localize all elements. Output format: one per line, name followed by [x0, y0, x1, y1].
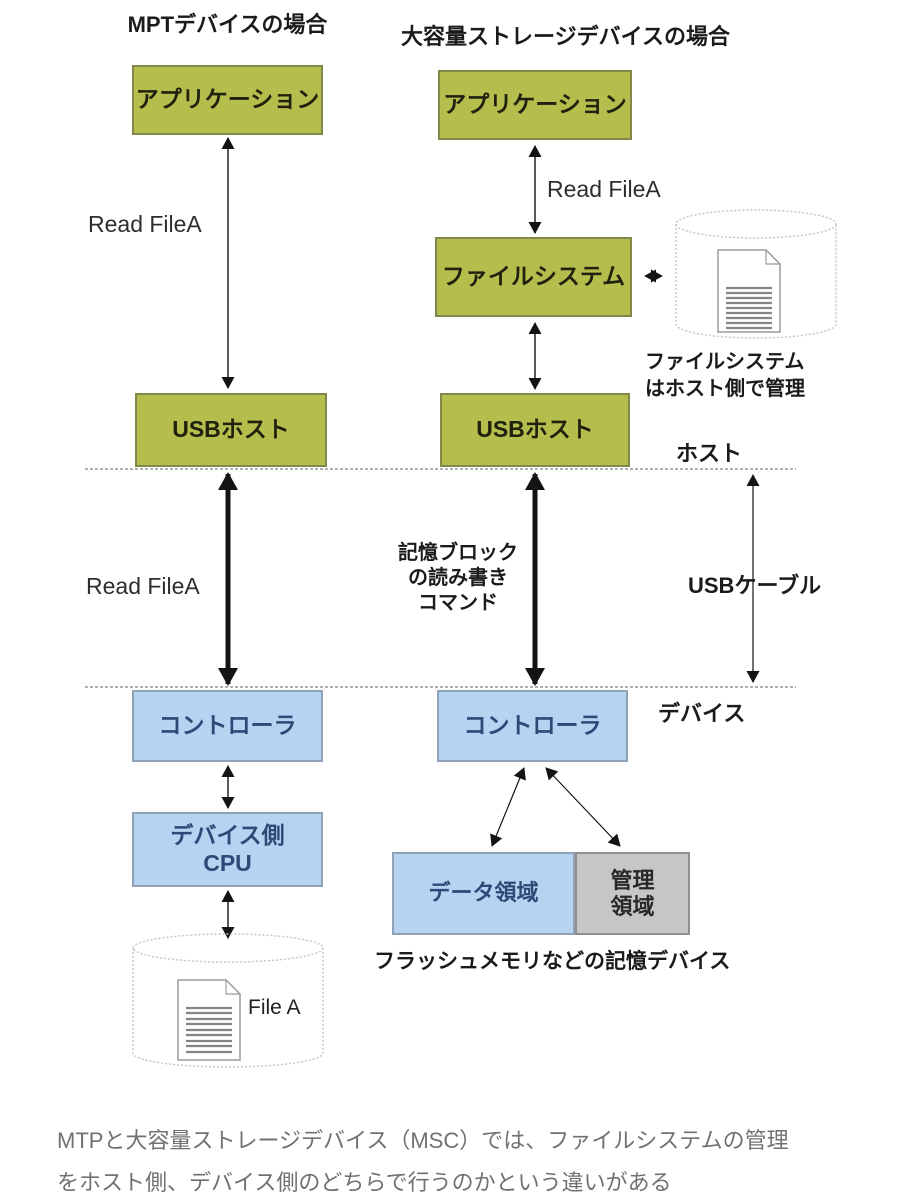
usb-cable-label: USBケーブル	[688, 573, 822, 598]
right-controller-box: コントローラ	[437, 690, 628, 762]
arrow-controller-data-area	[490, 767, 526, 847]
file-a-document-icon	[177, 979, 241, 1061]
left-usb-host-box: USBホスト	[135, 393, 327, 467]
host-filesystem-cylinder	[675, 209, 837, 339]
block-command-line3: コマンド	[418, 592, 498, 614]
left-read-file-lower-label: Read FileA	[86, 573, 200, 599]
device-side-label: デバイス	[658, 701, 746, 726]
block-command-line1: 記憶ブロック	[398, 542, 518, 564]
arrow-controller-mgmt-area	[545, 767, 621, 847]
right-usb-host-box: USBホスト	[440, 393, 630, 467]
data-area-label: データ領域	[428, 880, 539, 906]
file-a-label: File A	[248, 996, 301, 1019]
right-usb-host-label: USBホスト	[476, 416, 594, 443]
data-area-box: データ領域	[392, 852, 575, 935]
filesystem-note-line1: ファイルシステム	[645, 351, 805, 373]
file-system-box: ファイルシステム	[435, 237, 632, 317]
mgmt-area-box: 管理 領域	[575, 852, 690, 935]
device-cpu-label-line2: CPU	[203, 849, 252, 876]
left-column-title: MPTデバイスの場合	[127, 12, 328, 37]
right-controller-label: コントローラ	[463, 712, 602, 739]
right-column-title: 大容量ストレージデバイスの場合	[401, 24, 730, 49]
right-application-label: アプリケーション	[443, 91, 627, 118]
left-read-file-upper-label: Read FileA	[88, 211, 202, 237]
device-storage-cylinder	[132, 933, 324, 1068]
caption-line1: MTPと大容量ストレージデバイス（MSC）では、ファイルシステムの管理	[57, 1128, 789, 1153]
mgmt-area-label-line2: 領域	[610, 893, 655, 919]
filesystem-note: ファイルシステム はホスト側で管理	[645, 349, 805, 403]
host-side-label: ホスト	[676, 441, 743, 466]
file-system-label: ファイルシステム	[441, 263, 626, 290]
right-application-box: アプリケーション	[438, 70, 632, 140]
caption-line2: をホスト側、デバイス側のどちらで行うのかという違いがある	[57, 1170, 672, 1195]
right-read-file-label: Read FileA	[547, 176, 661, 202]
left-application-label: アプリケーション	[135, 86, 320, 113]
flash-storage-label: フラッシュメモリなどの記憶デバイス	[374, 950, 731, 973]
image-caption: MTPと大容量ストレージデバイス（MSC）では、ファイルシステムの管理 をホスト…	[57, 1120, 869, 1200]
host-filesystem-document-icon	[717, 249, 781, 333]
device-cpu-label-line1: デバイス側	[170, 821, 285, 848]
device-cpu-box: デバイス側 CPU	[132, 812, 323, 887]
mgmt-area-label-line1: 管理	[610, 868, 655, 894]
left-usb-host-label: USBホスト	[172, 416, 290, 443]
block-command-label: 記憶ブロック の読み書き コマンド	[383, 541, 533, 616]
left-controller-label: コントローラ	[158, 712, 297, 739]
left-controller-box: コントローラ	[132, 690, 323, 762]
block-command-line2: の読み書き	[408, 567, 508, 589]
filesystem-note-line2: はホスト側で管理	[645, 378, 805, 400]
left-application-box: アプリケーション	[132, 65, 323, 135]
